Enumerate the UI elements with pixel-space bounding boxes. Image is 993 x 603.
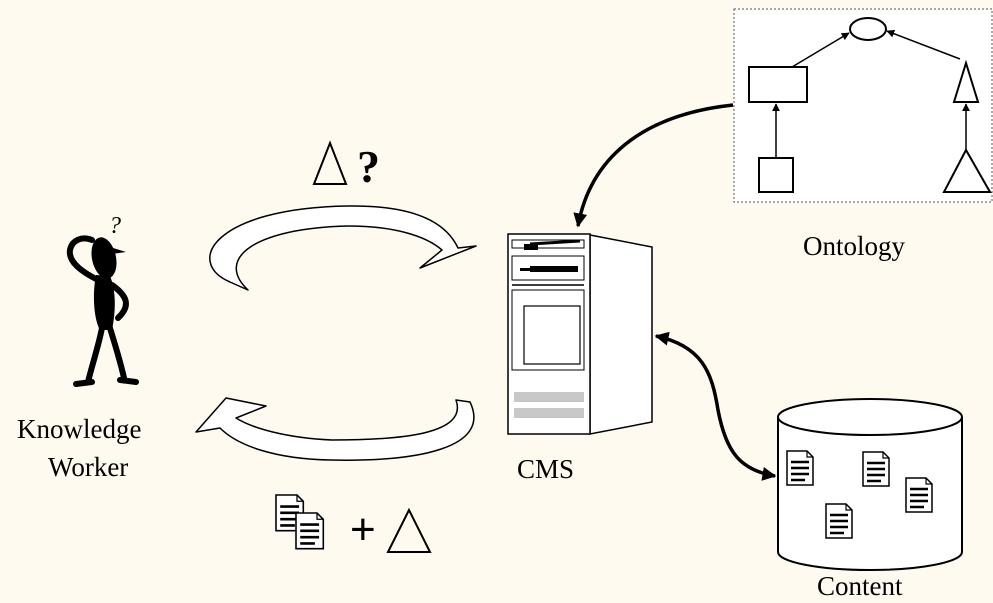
- content-database-icon: [777, 398, 963, 571]
- knowledge-worker-label-line1: Knowledge: [17, 414, 142, 444]
- cms-label: CMS: [517, 454, 575, 484]
- query-question-mark: ?: [357, 141, 380, 192]
- content-label: Content: [817, 571, 903, 601]
- cms-server-icon: [507, 233, 653, 435]
- plus-sign: +: [350, 505, 376, 554]
- delta-icon: [312, 140, 348, 185]
- result-delta-icon: [386, 507, 432, 553]
- knowledge-worker-figure: [66, 235, 139, 387]
- cms-content-arrow: [654, 331, 777, 481]
- ontology-graph: [733, 8, 993, 203]
- result-documents-icon: [274, 493, 325, 551]
- ontology-label: Ontology: [803, 231, 906, 261]
- response-arrow: [195, 397, 475, 461]
- ontology-to-cms-arrow: [573, 103, 734, 228]
- request-arrow: [209, 205, 477, 291]
- thinking-question-mark: ?: [109, 213, 121, 239]
- knowledge-worker-label-line2: Worker: [48, 452, 129, 482]
